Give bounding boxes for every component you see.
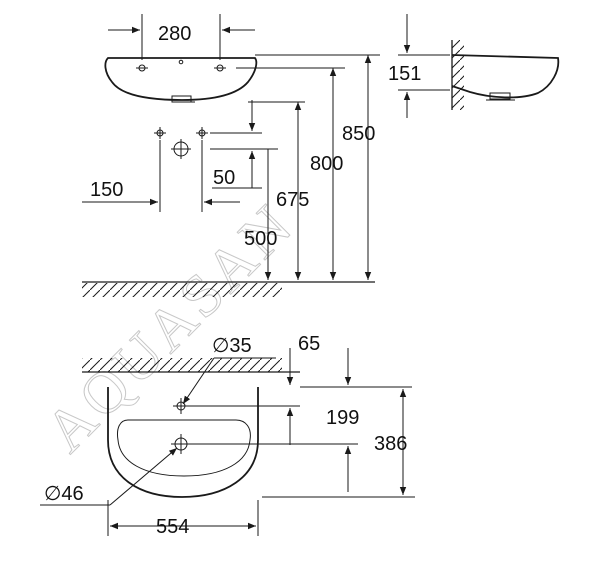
floor-hatch (82, 283, 282, 297)
dim-d46-label: ∅46 (44, 483, 84, 505)
drain-outlet-marker (171, 139, 191, 159)
side-view: 151 (388, 14, 560, 118)
dim-65-label: 65 (298, 333, 320, 355)
dim-150-label: 150 (90, 179, 123, 201)
front-basin-outline (104, 57, 258, 101)
front-view: 280 150 50 (82, 14, 380, 297)
dim-50-label: 50 (213, 167, 235, 189)
wall-bolt-right (196, 127, 208, 139)
side-wall-hatch (452, 40, 464, 110)
dim-554-label: 554 (156, 516, 189, 538)
dim-386-label: 386 (374, 433, 407, 455)
top-wall-hatch (82, 358, 282, 372)
dim-500-label: 500 (244, 228, 277, 250)
dim-280-label: 280 (158, 23, 191, 45)
top-basin-outline (107, 387, 259, 498)
dim-850-label: 850 (342, 123, 375, 145)
dim-800-label: 800 (310, 153, 343, 175)
dim-151-label: 151 (388, 63, 421, 85)
wall-bolt-left (154, 127, 166, 139)
dim-d35-label: ∅35 (212, 335, 252, 357)
side-basin-profile (451, 54, 560, 99)
dim-199-label: 199 (326, 407, 359, 429)
top-view: ∅35 65 199 386 ∅46 554 (40, 333, 415, 538)
top-bowl-outline (117, 419, 251, 477)
dim-675-label: 675 (276, 189, 309, 211)
